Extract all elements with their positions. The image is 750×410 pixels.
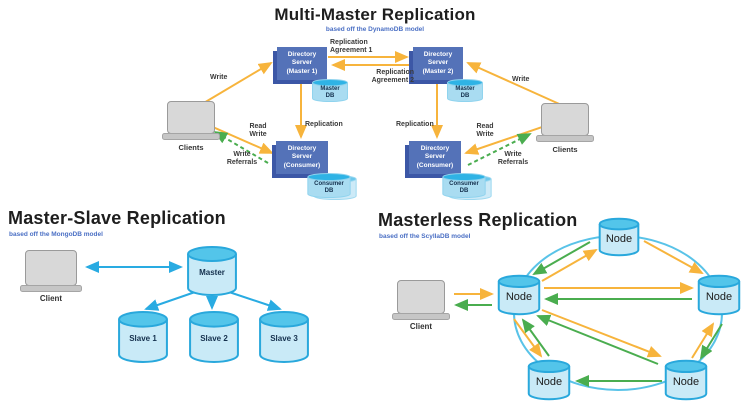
read-write-right-arrow: [464, 123, 552, 155]
slave1-label: Slave 1: [129, 333, 157, 343]
master-db-left-cylinder: Master DB: [311, 79, 349, 102]
left-to-bottomleft-arrow: [513, 318, 543, 358]
write-left-label: Write: [210, 74, 228, 81]
master-slave-title: Master-Slave Replication: [8, 208, 226, 228]
clients-right-label: Clients: [552, 145, 578, 154]
database-cylinder-icon: [188, 311, 240, 363]
node-bottom-right-label: Node: [672, 376, 700, 388]
left-to-bottomright-arrow: [541, 309, 662, 358]
laptop-base: [162, 133, 220, 140]
clients-left-label: Clients: [178, 143, 204, 152]
write-referrals-right-label: Write Referrals: [497, 151, 529, 167]
node-left-cylinder: Node: [497, 275, 541, 315]
consumer-db-left-label: Consumer DB: [314, 181, 344, 194]
clients-right-laptop-icon: [536, 103, 594, 142]
master-cylinder: Master: [186, 246, 238, 296]
clients-left-laptop-icon: [162, 101, 220, 140]
client-laptop-icon-master-slave: [20, 250, 82, 292]
database-cylinder-icon: [497, 275, 541, 315]
master-slave-subtitle: based off the MongoDB model: [9, 231, 103, 238]
directory-server-consumer-right-box: Directory Server (Consumer): [409, 141, 461, 174]
right-to-bottomright-arrow: [699, 323, 723, 360]
laptop-base: [20, 285, 82, 292]
top-to-left-arrow: [532, 241, 591, 275]
write-referrals-left-arrow: [213, 130, 269, 164]
node-top-cylinder: Node: [598, 218, 640, 256]
client-label-masterless: Client: [409, 322, 433, 331]
read-write-left-arrow: [205, 123, 274, 154]
directory-server-master1-box: Directory Server (Master 1): [277, 47, 327, 80]
database-cylinder-icon: [446, 79, 484, 102]
node-bottom-right-cylinder: Node: [664, 360, 708, 400]
top-to-right-arrow: [643, 240, 704, 274]
client-laptop-icon-masterless: [392, 280, 450, 320]
database-cylinder-icon: [527, 360, 571, 400]
master-slave1-arrow: [144, 290, 199, 311]
laptop-base: [392, 313, 450, 320]
database-cylinder-icon: [258, 311, 310, 363]
bottomright-to-right-arrow: [691, 322, 715, 359]
database-cylinder-icon: [441, 173, 487, 198]
consumer-db-right-cylinder: Consumer DB: [441, 173, 487, 198]
write-referrals-right-arrow: [467, 133, 532, 166]
write-right-arrow: [466, 62, 567, 108]
write-left-arrow: [196, 61, 273, 108]
master-db-right-label: Master DB: [455, 86, 475, 100]
consumer-db-right-label: Consumer DB: [449, 181, 479, 194]
masterless-title: Masterless Replication: [378, 210, 578, 230]
laptop-base: [536, 135, 594, 142]
write-right-label: Write: [512, 76, 530, 83]
node-left-label: Node: [505, 291, 533, 303]
laptop-screen: [397, 280, 445, 314]
masterless-subtitle: based off the ScyllaDB model: [379, 233, 471, 240]
slave2-cylinder: Slave 2: [188, 311, 240, 363]
laptop-screen: [541, 103, 589, 136]
agreement2-label: Replication Agreement 2: [371, 69, 414, 85]
node-bottom-left-label: Node: [535, 376, 563, 388]
bottomright-to-left-arrow: [536, 314, 659, 365]
master-db-left-label: Master DB: [320, 86, 340, 100]
directory-server-consumer-left-box: Directory Server (Consumer): [276, 141, 328, 174]
consumer-db-left-cylinder: Consumer DB: [306, 173, 352, 198]
read-write-left-label: Read Write: [249, 123, 267, 139]
slave3-cylinder: Slave 3: [258, 311, 310, 363]
directory-server-master2-box: Directory Server (Master 2): [413, 47, 463, 80]
node-right-cylinder: Node: [697, 275, 741, 315]
client-label-master-slave: Client: [39, 294, 63, 303]
multi-master-title: Multi-Master Replication: [274, 5, 476, 24]
master-slave3-arrow: [225, 290, 282, 311]
node-bottom-left-cylinder: Node: [527, 360, 571, 400]
replication-right-label: Replication: [396, 121, 434, 128]
master-db-right-cylinder: Master DB: [446, 79, 484, 102]
replication-left-label: Replication: [305, 121, 343, 128]
master-label: Master: [199, 268, 225, 277]
bottomleft-to-left-arrow: [521, 318, 550, 357]
database-cylinder-icon: [697, 275, 741, 315]
agreement1-label: Replication Agreement 1: [330, 39, 373, 55]
slave3-label: Slave 3: [270, 333, 298, 343]
slave2-label: Slave 2: [200, 333, 228, 343]
multi-master-subtitle: based off the DynamoDB model: [325, 26, 425, 33]
write-referrals-left-label: Write Referrals: [226, 151, 258, 167]
database-cylinder-icon: [117, 311, 169, 363]
database-cylinder-icon: [664, 360, 708, 400]
read-write-right-label: Read Write: [476, 123, 494, 139]
node-top-label: Node: [605, 233, 633, 246]
node-right-label: Node: [705, 291, 733, 303]
laptop-screen: [167, 101, 215, 134]
database-cylinder-icon: [186, 246, 238, 296]
database-cylinder-icon: [598, 218, 640, 256]
laptop-screen: [25, 250, 77, 286]
database-cylinder-icon: [306, 173, 352, 198]
left-to-top-arrow: [541, 249, 598, 282]
slave1-cylinder: Slave 1: [117, 311, 169, 363]
database-cylinder-icon: [311, 79, 349, 102]
